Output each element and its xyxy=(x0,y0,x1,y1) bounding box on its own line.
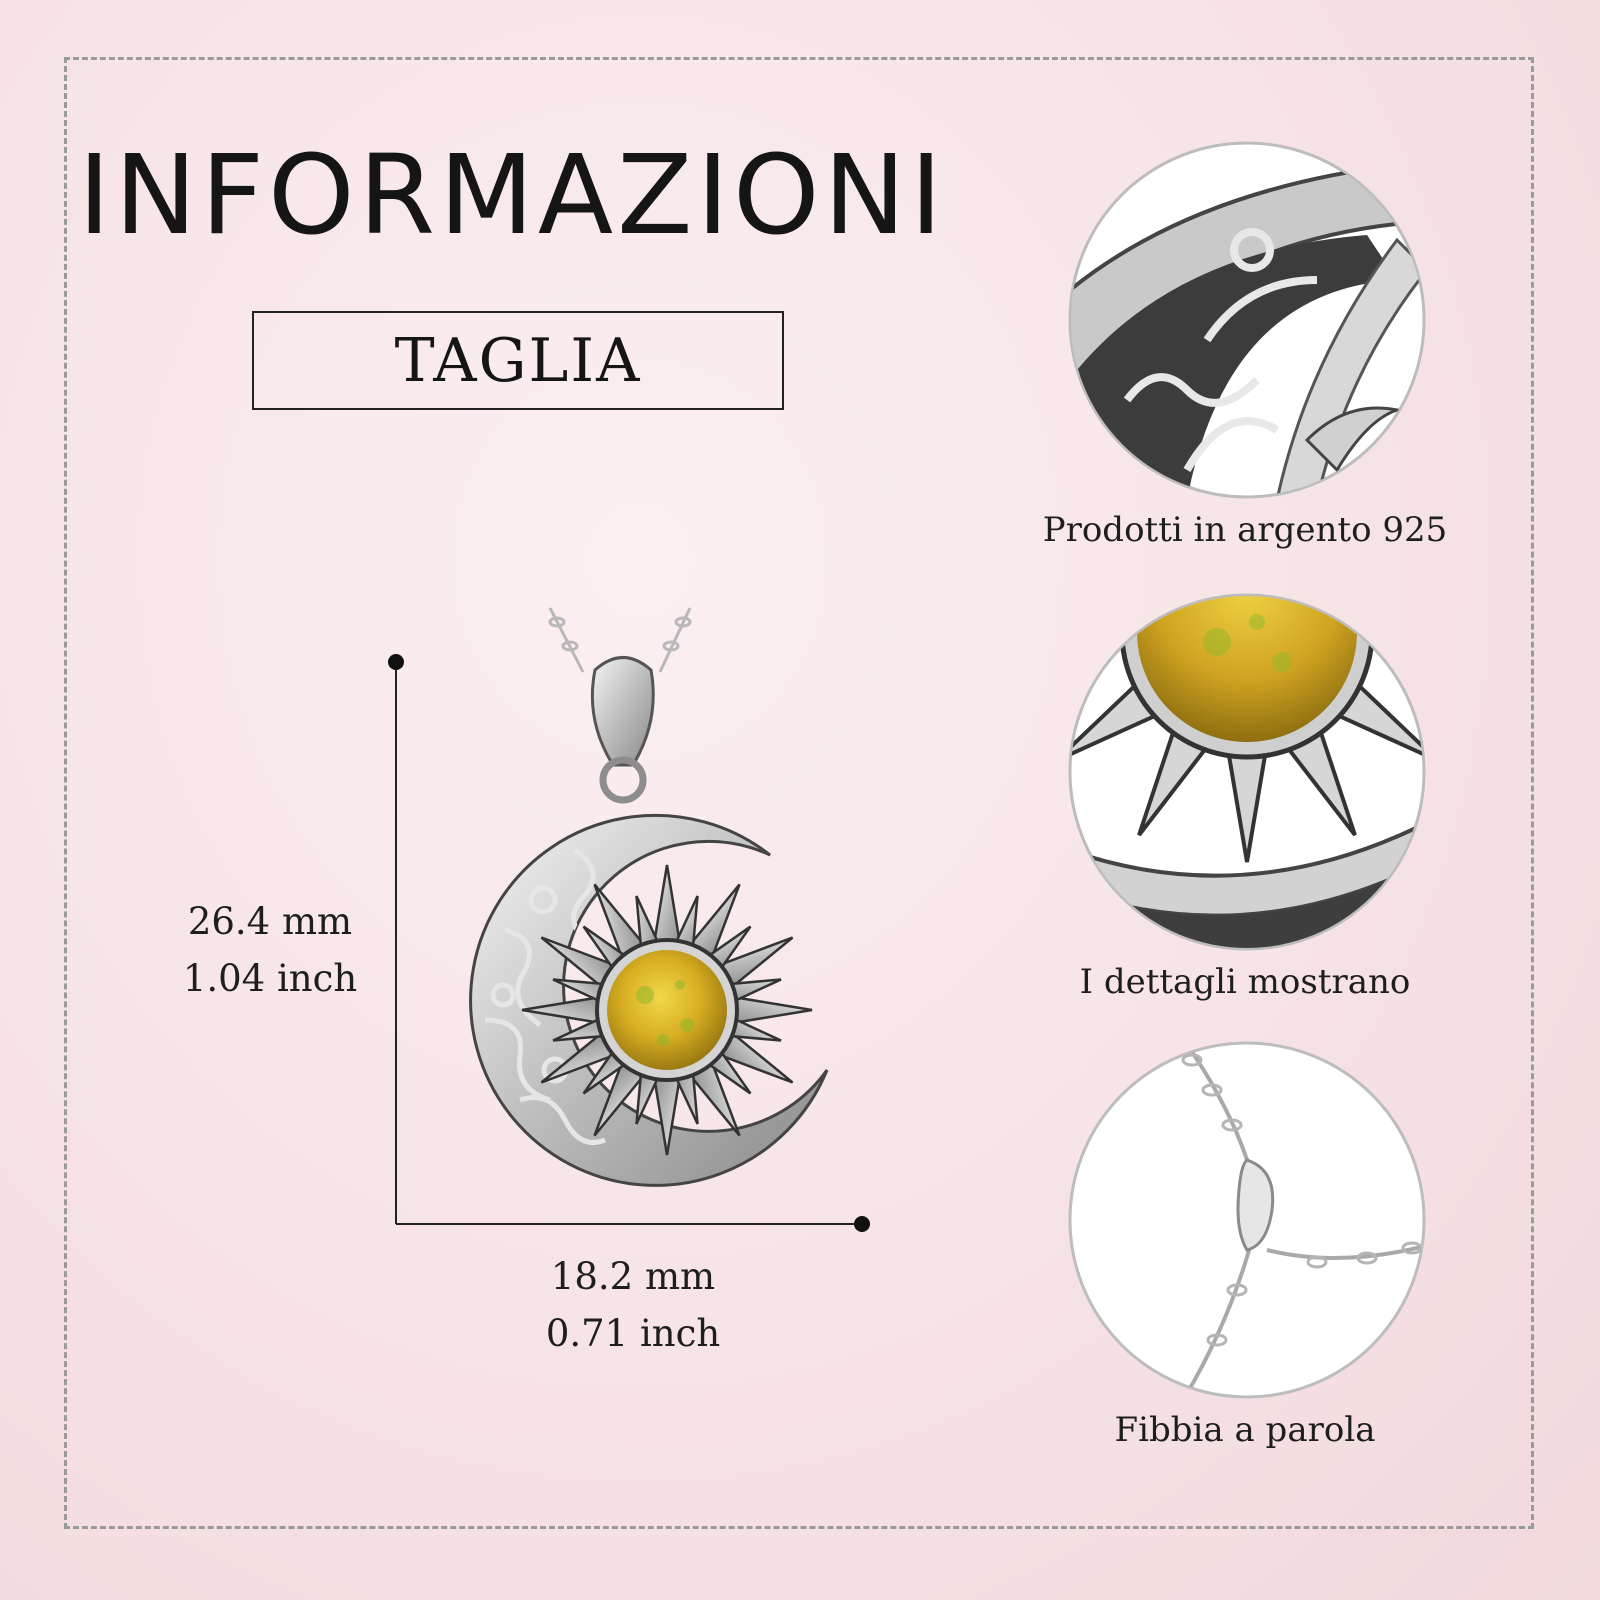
size-heading-box: TAGLIA xyxy=(252,311,784,410)
width-line-endpoint xyxy=(854,1216,870,1232)
pendant-chain xyxy=(548,607,692,673)
size-heading-label: TAGLIA xyxy=(394,325,642,396)
height-measurement: 26.4 mm 1.04 inch xyxy=(170,893,370,1007)
detail-sun-opal-closeup-image xyxy=(1068,593,1426,951)
opal-stone xyxy=(607,950,727,1070)
detail-caption-clasp: Fibbia a parola xyxy=(1114,1410,1376,1450)
width-inch-text: 0.71 inch xyxy=(545,1312,721,1355)
height-mm-text: 26.4 mm xyxy=(187,900,353,943)
detail-caption-silver: Prodotti in argento 925 xyxy=(1042,510,1448,550)
jump-ring xyxy=(599,756,647,804)
crescent-moon xyxy=(469,813,829,1187)
opal-flecks xyxy=(636,980,694,1046)
width-mm-text: 18.2 mm xyxy=(550,1255,716,1298)
moon-sun-pendant-image xyxy=(469,607,829,1187)
height-line-endpoint xyxy=(388,654,404,670)
height-inch-text: 1.04 inch xyxy=(182,957,358,1000)
detail-caption-sun: I dettagli mostrano xyxy=(1079,962,1411,1002)
page-title: INFORMAZIONI xyxy=(78,131,947,259)
detail-silver-closeup-image xyxy=(1068,141,1426,499)
detail-clasp-closeup-image xyxy=(1068,1041,1426,1399)
pendant-bail xyxy=(590,656,655,767)
width-measurement: 18.2 mm 0.71 inch xyxy=(528,1248,738,1362)
dashed-border-frame xyxy=(64,57,1534,1529)
